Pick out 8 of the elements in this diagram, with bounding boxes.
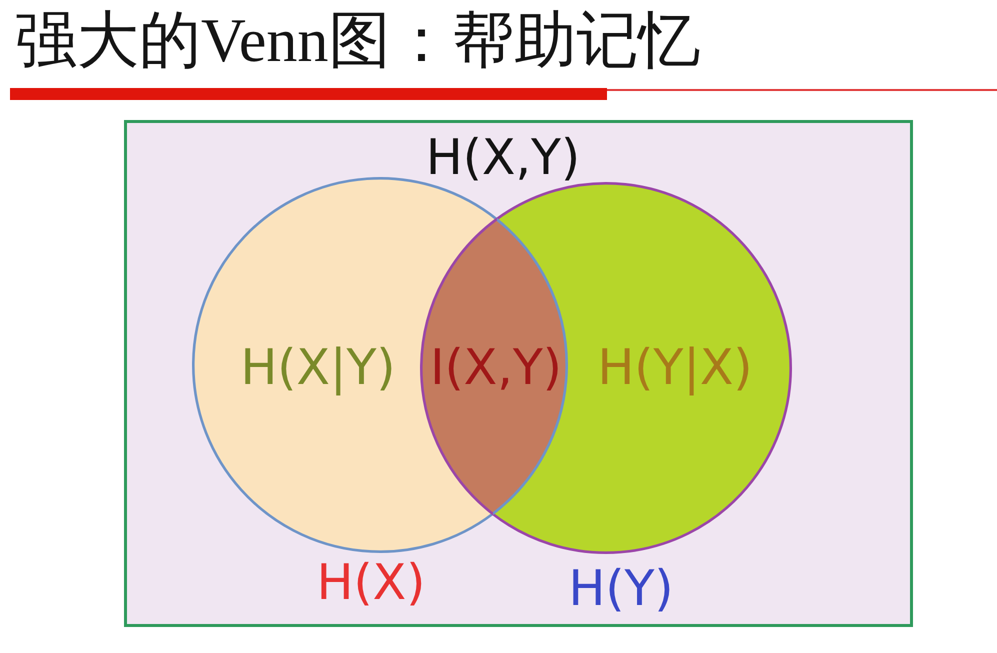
title: 强大的Venn图：帮助记忆 [15, 6, 700, 77]
set-name: H(X) [316, 556, 426, 610]
set-label: I(X,Y) [430, 341, 562, 395]
set-label: H(X,Y) [426, 131, 580, 185]
universe-box [124, 120, 913, 627]
set-label: H(X|Y) [240, 341, 396, 395]
set-label: H(Y|X) [597, 341, 753, 395]
set-name: H(Y) [568, 562, 674, 616]
